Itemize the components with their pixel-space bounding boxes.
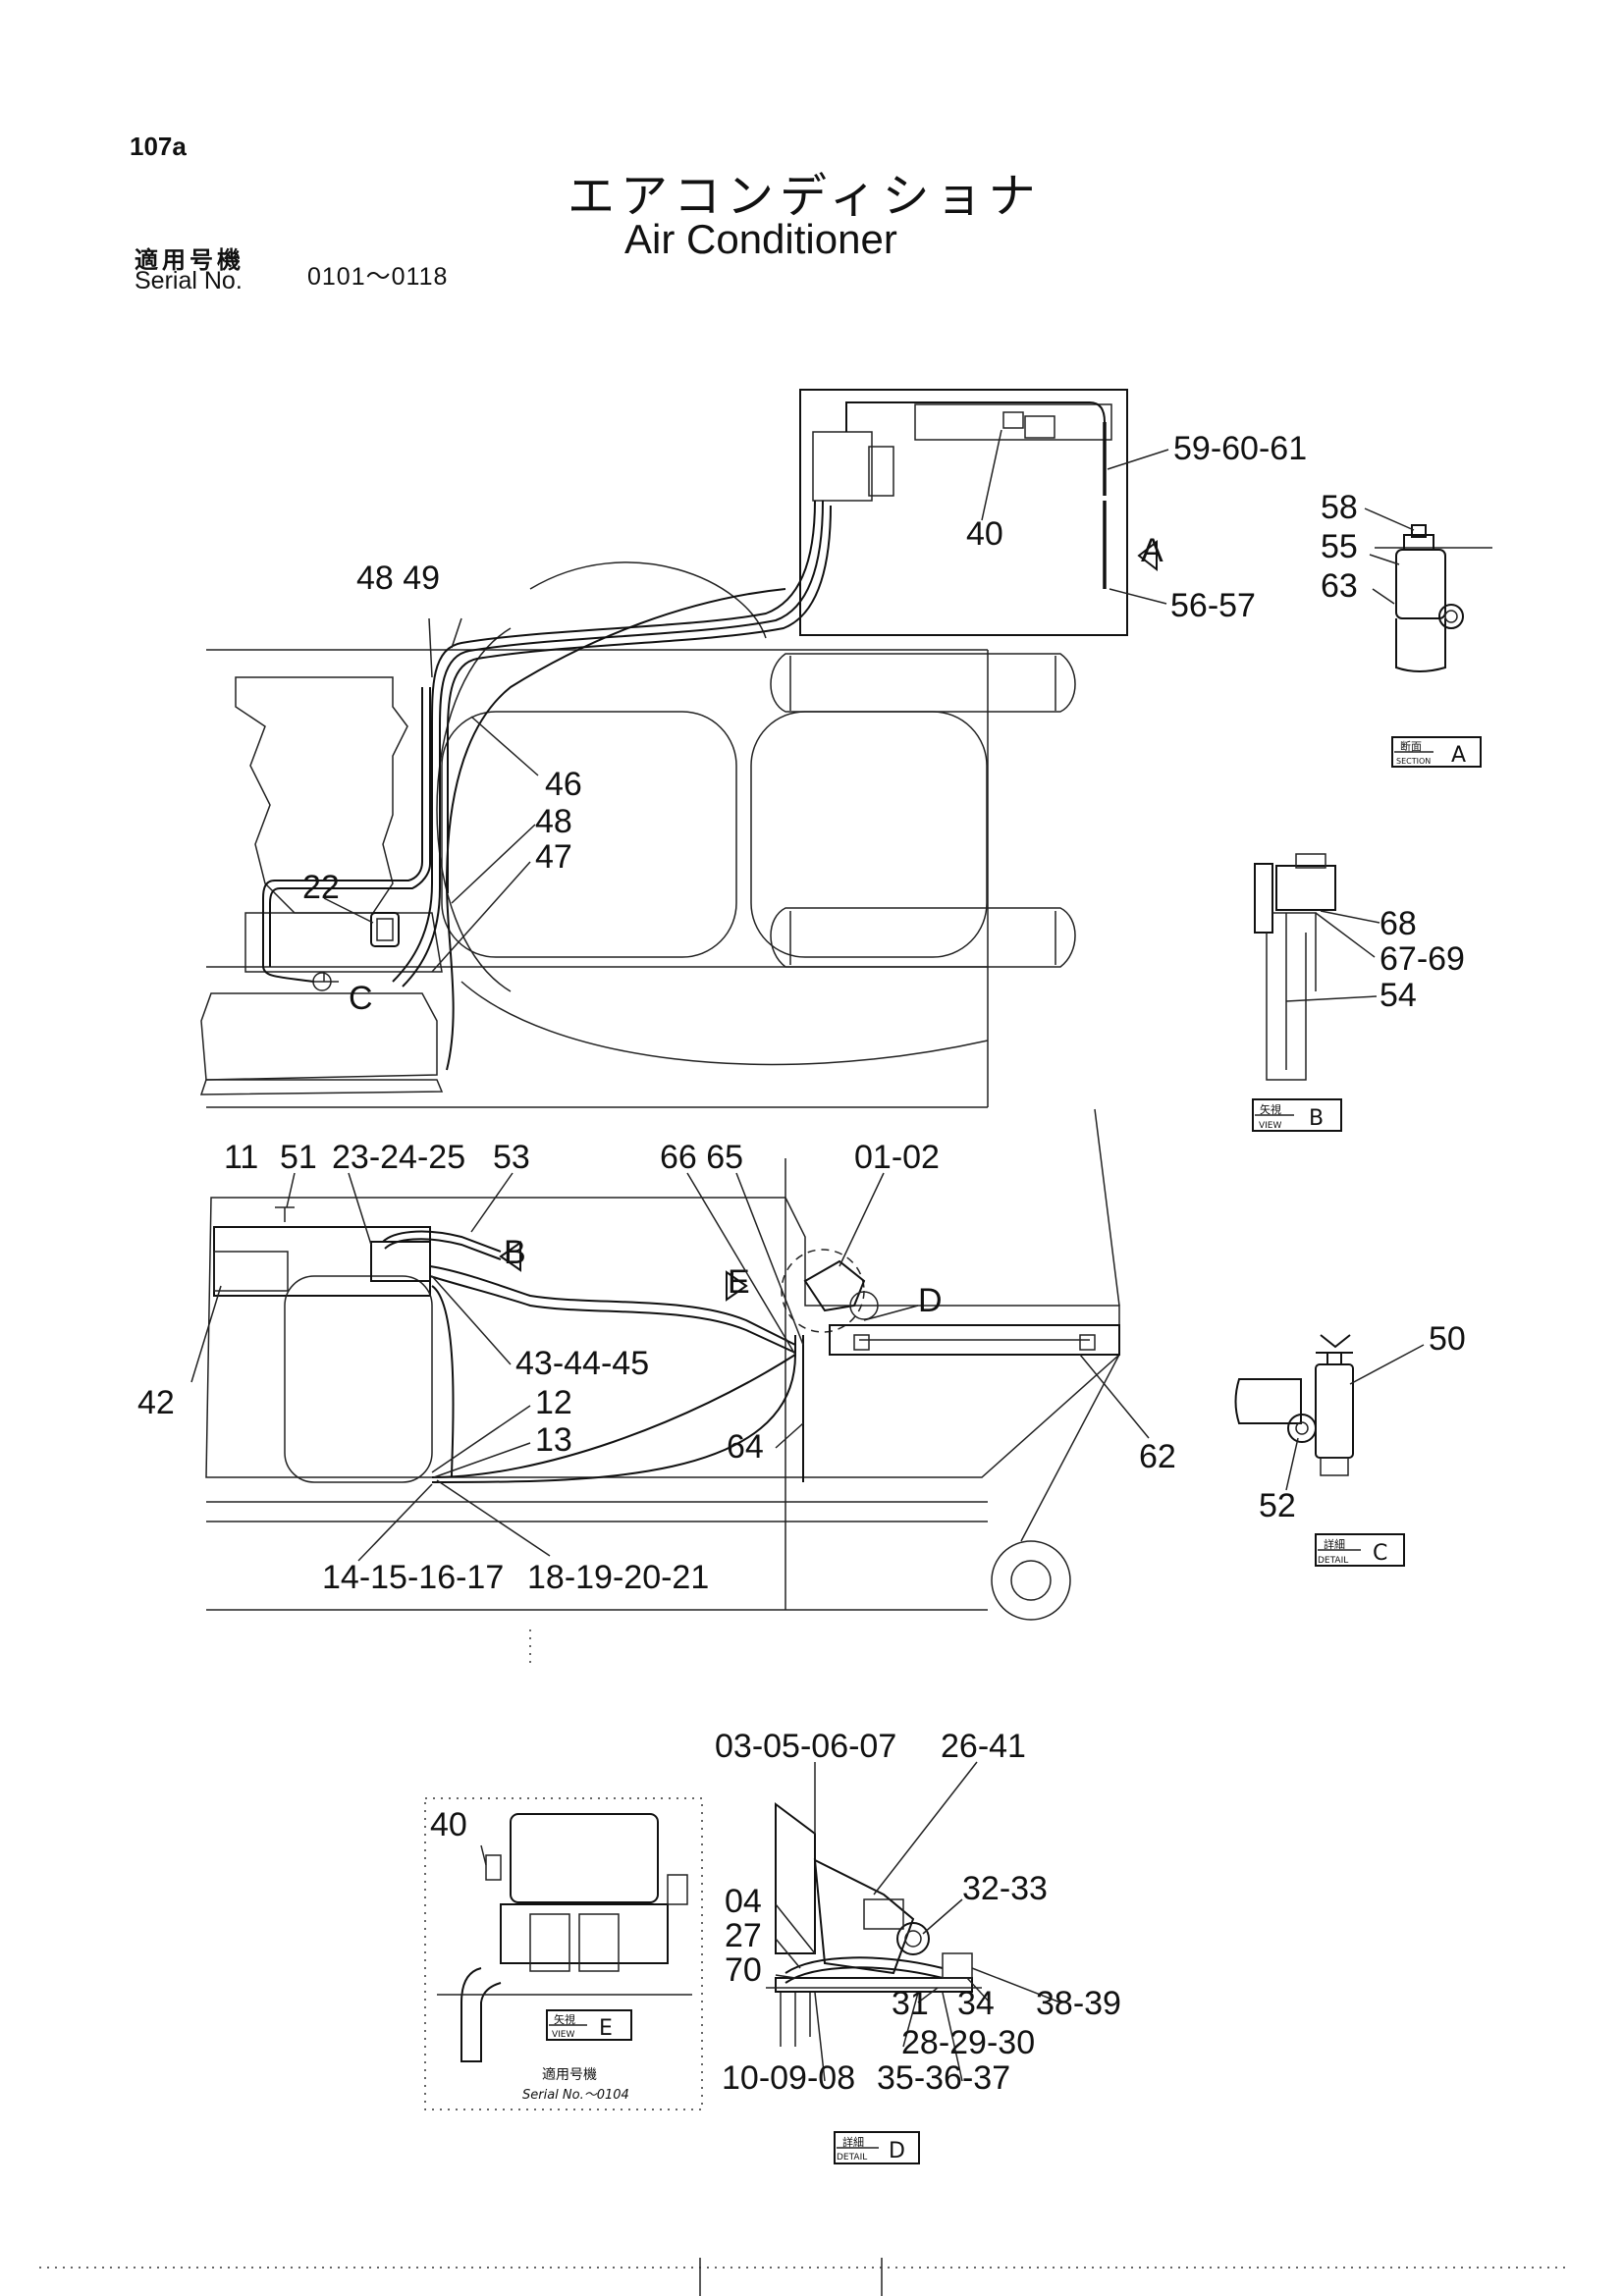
title-japanese: エアコンディショナ — [568, 169, 1042, 224]
callout: 34 — [957, 1985, 995, 2022]
callout-labels: 59-60-61 40 56-57 58 55 63 48 49 46 48 4… — [137, 430, 1466, 2097]
cab-unit — [799, 389, 1128, 636]
callout: 63 — [1321, 567, 1358, 605]
bottom-edge-marks — [39, 2258, 1571, 2296]
view-arrow-a: A — [1137, 532, 1163, 572]
callout: 42 — [137, 1384, 175, 1421]
callout: 59-60-61 — [1173, 430, 1307, 467]
svg-text:Serial No.～0104: Serial No.～0104 — [522, 2088, 629, 2103]
svg-text:A: A — [1141, 532, 1163, 569]
callout: 67-69 — [1380, 940, 1465, 978]
callout: 11 — [224, 1139, 258, 1176]
section-a-valve — [1375, 524, 1492, 672]
serial-label-english: Serial No. — [135, 267, 243, 294]
callout: 35-36-37 — [877, 2059, 1010, 2097]
svg-text:適用号機: 適用号機 — [542, 2066, 597, 2083]
svg-text:C: C — [1373, 1541, 1387, 1566]
section-a-label: 断面 SECTION A — [1391, 736, 1482, 768]
view-arrow-b: B — [499, 1234, 526, 1272]
callout: 28-29-30 — [901, 2024, 1035, 2061]
callout: 13 — [535, 1421, 572, 1459]
detail-c-fitting — [1234, 1334, 1354, 1476]
detail-d-assembly — [766, 1802, 982, 2047]
svg-text:D: D — [889, 2139, 905, 2163]
callout: 22 — [302, 869, 340, 906]
callout: C — [349, 980, 373, 1017]
callout: 27 — [725, 1917, 762, 1954]
svg-text:断面: 断面 — [1400, 739, 1422, 753]
view-b-bracket — [1254, 853, 1336, 1081]
callout: 54 — [1380, 977, 1417, 1014]
svg-text:DETAIL: DETAIL — [837, 2153, 867, 2163]
callout: 46 — [545, 766, 582, 803]
view-b-label: 矢視 VIEW B — [1252, 1098, 1342, 1132]
svg-text:B: B — [1309, 1106, 1324, 1131]
callout: 38-39 — [1036, 1985, 1121, 2022]
view-arrow-e: E — [726, 1263, 750, 1302]
callout: 03-05-06-07 — [715, 1728, 896, 1765]
callout: 43-44-45 — [515, 1345, 649, 1382]
callout: 01-02 — [854, 1139, 940, 1176]
svg-text:B: B — [504, 1234, 526, 1271]
svg-text:A: A — [1451, 743, 1466, 768]
page-number: 107a — [130, 132, 187, 161]
callout: 68 — [1380, 905, 1417, 942]
callout: 32-33 — [962, 1870, 1048, 1907]
view-e-inset — [424, 1797, 703, 2110]
inset-serial-note: 適用号機 Serial No.～0104 — [522, 2066, 629, 2103]
hose-route-side — [382, 1230, 804, 1483]
callout: 66 65 — [660, 1139, 743, 1176]
callout: 26-41 — [941, 1728, 1026, 1765]
callout: 18-19-20-21 — [527, 1559, 709, 1596]
view-e-label: 矢視 VIEW E — [546, 2009, 632, 2041]
title-english: Air Conditioner — [624, 216, 897, 262]
svg-text:詳細: 詳細 — [1324, 1537, 1345, 1551]
callout: 51 — [280, 1139, 317, 1176]
callout: 56-57 — [1170, 587, 1256, 624]
callout: 62 — [1139, 1438, 1176, 1475]
leader-lines — [190, 429, 1425, 2082]
serial-range: 0101～0118 — [307, 263, 449, 291]
callout: 14-15-16-17 — [322, 1559, 504, 1596]
callout: 04 — [725, 1883, 762, 1920]
svg-text:E: E — [599, 2016, 613, 2041]
condenser-unit — [781, 1249, 1120, 1356]
serial-label-japanese: 適用号機 — [135, 246, 244, 274]
svg-text:E: E — [728, 1263, 750, 1301]
callout: 23-24-25 — [332, 1139, 465, 1176]
callout: 48 49 — [356, 560, 440, 597]
detail-c-label: 詳細 DETAIL C — [1315, 1533, 1405, 1567]
callout: 53 — [493, 1139, 530, 1176]
callout: 40 — [966, 515, 1003, 553]
callout: 55 — [1321, 528, 1358, 565]
svg-text:VIEW: VIEW — [1259, 1121, 1281, 1131]
callout: 50 — [1429, 1320, 1466, 1358]
callout: 12 — [535, 1384, 572, 1421]
receiver-tank-box — [213, 1206, 433, 1483]
callout: 40 — [430, 1806, 467, 1843]
svg-text:矢視: 矢視 — [554, 2012, 575, 2026]
callout: 47 — [535, 838, 572, 876]
compressor — [312, 912, 400, 991]
callout: D — [918, 1282, 943, 1319]
detail-d-label: 詳細 DETAIL D — [834, 2131, 920, 2164]
callout: 48 — [535, 803, 572, 840]
callout: 58 — [1321, 489, 1358, 526]
svg-text:VIEW: VIEW — [552, 2030, 574, 2040]
side-view-outline — [205, 1108, 1120, 1669]
svg-text:DETAIL: DETAIL — [1318, 1556, 1348, 1566]
callout: 64 — [727, 1428, 764, 1466]
callout: 52 — [1259, 1487, 1296, 1524]
callout: 31 — [892, 1985, 929, 2022]
callout: 70 — [725, 1951, 762, 1989]
svg-text:SECTION: SECTION — [1396, 757, 1431, 766]
hose-route-upper — [262, 500, 832, 1071]
callout: 10-09-08 — [722, 2059, 855, 2097]
svg-text:矢視: 矢視 — [1260, 1102, 1281, 1116]
svg-text:詳細: 詳細 — [842, 2135, 864, 2149]
